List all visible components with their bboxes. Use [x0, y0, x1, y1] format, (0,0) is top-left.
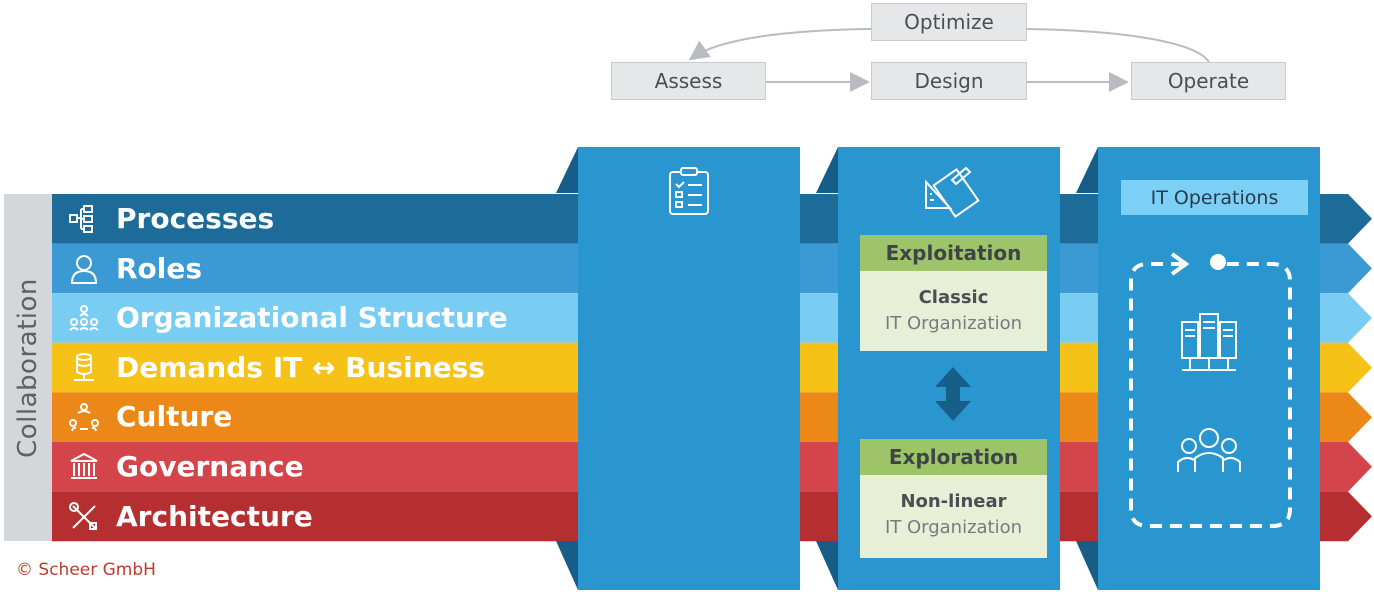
exploration-title: Non-linear	[900, 491, 1007, 512]
operate-label: Operate	[1167, 69, 1250, 93]
exploration-header: Exploration	[860, 439, 1047, 475]
tools-icon	[68, 501, 100, 533]
database-icon	[68, 352, 100, 384]
optimize-box: Optimize	[871, 3, 1027, 41]
process-flow-icon	[68, 203, 100, 235]
optimize-to-assess-curve	[688, 28, 872, 61]
exploitation-title: Classic	[918, 287, 989, 308]
cycle-connectors	[688, 28, 1210, 92]
exploitation-subtitle: IT Organization	[884, 313, 1023, 334]
exploitation-header: Exploitation	[860, 235, 1047, 271]
exploitation-box: Exploitation Classic IT Organization	[860, 235, 1047, 351]
band-label: Culture	[116, 400, 233, 434]
operate-box: Operate	[1131, 62, 1286, 100]
assess-column	[578, 147, 800, 590]
people-circle-icon	[68, 401, 100, 433]
operate-to-optimize-curve	[1026, 28, 1210, 63]
assess-box: Assess	[611, 62, 766, 100]
assess-label: Assess	[654, 69, 723, 93]
band-label: Demands IT ↔ Business	[116, 350, 485, 384]
band-label: Governance	[116, 450, 304, 483]
band-label: Processes	[116, 202, 275, 235]
band-label: Organizational Structure	[116, 301, 508, 335]
exploitation-exploration-arrow	[935, 367, 971, 421]
band-label: Roles	[116, 251, 203, 285]
design-box: Design	[871, 62, 1027, 100]
exploration-subtitle: IT Organization	[884, 517, 1023, 538]
operations-loop	[1129, 252, 1292, 528]
collaboration-label: Collaboration	[13, 278, 43, 458]
it-operations-label: IT Operations	[1121, 180, 1308, 215]
copyright-text: © Scheer GmbH	[16, 560, 156, 580]
design-column-fold-top	[816, 147, 838, 193]
clipboard-checklist-icon	[669, 167, 709, 215]
person-icon	[68, 253, 100, 285]
org-chart-icon	[68, 302, 100, 334]
assess-column-fold-top	[556, 147, 578, 193]
operate-column-fold-top	[1076, 147, 1098, 193]
optimize-label: Optimize	[904, 10, 994, 34]
operate-column-fold-bottom	[1076, 541, 1098, 590]
assess-column-fold-bottom	[556, 541, 578, 590]
team-icon	[1177, 428, 1241, 472]
design-label: Design	[914, 69, 984, 93]
design-column-fold-bottom	[816, 541, 838, 590]
design-tools-icon	[925, 166, 980, 218]
band-label: Architecture	[116, 499, 313, 533]
collaboration-bar	[4, 194, 52, 541]
institution-icon	[68, 451, 100, 483]
exploration-box: Exploration Non-linear IT Organization	[860, 439, 1047, 558]
server-icon	[1181, 313, 1237, 371]
